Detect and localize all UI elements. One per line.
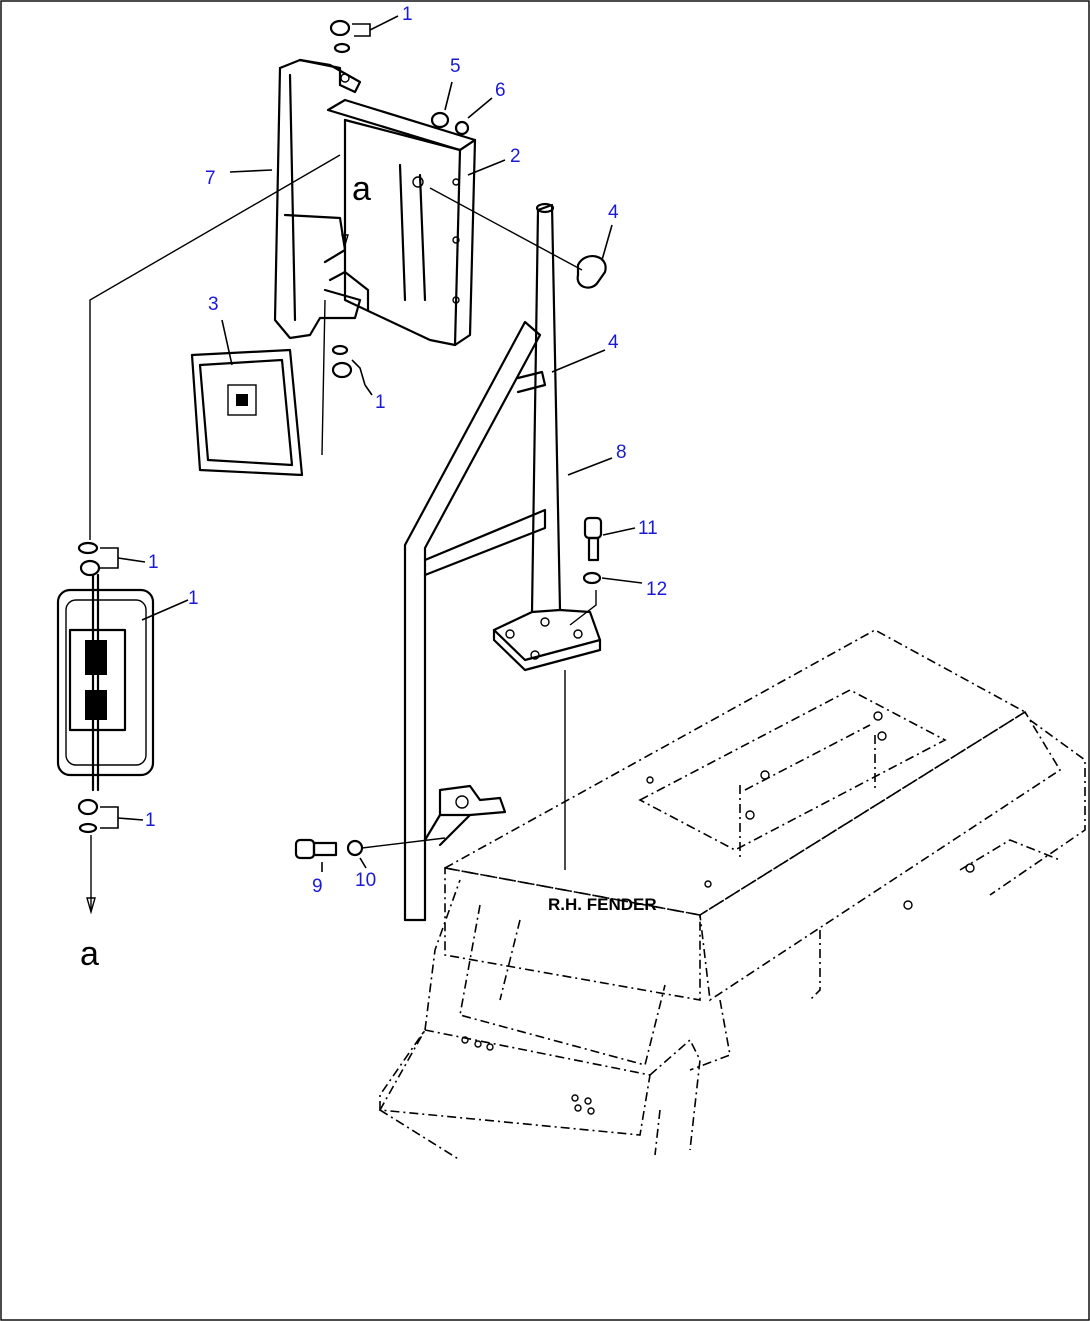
mirror-assembly bbox=[56, 154, 341, 915]
handrail-mounting-bracket bbox=[423, 784, 507, 847]
callout-11: 11 bbox=[638, 518, 658, 539]
u-bolt bbox=[429, 187, 607, 289]
callout-2: 2 bbox=[510, 146, 521, 167]
handrail-tube bbox=[403, 320, 547, 922]
reference-letter-upper: a bbox=[352, 170, 371, 208]
mirror-glass bbox=[190, 299, 326, 477]
callout-1-left-mirror: 1 bbox=[188, 588, 199, 609]
callout-10: 10 bbox=[355, 870, 376, 891]
callout-1-left-upper: 1 bbox=[148, 552, 159, 573]
bolt-9-washer-10 bbox=[294, 837, 446, 860]
callout-1-left-lower: 1 bbox=[145, 810, 156, 831]
callout-5: 5 bbox=[450, 56, 461, 77]
callout-12: 12 bbox=[646, 579, 667, 600]
callout-3: 3 bbox=[208, 294, 219, 315]
callout-4-mid: 4 bbox=[608, 332, 619, 353]
callout-numbers: 1 5 6 2 7 4 3 1 4 8 11 12 1 1 1 9 10 bbox=[145, 4, 667, 897]
hardware-nuts bbox=[329, 19, 470, 379]
callout-1-mid: 1 bbox=[375, 392, 386, 413]
rh-fender-outline bbox=[378, 629, 1086, 1161]
fender-label: R.H. FENDER bbox=[548, 895, 657, 914]
callout-7: 7 bbox=[205, 168, 216, 189]
callout-6: 6 bbox=[495, 80, 506, 101]
callout-8: 8 bbox=[616, 442, 627, 463]
callout-4-top: 4 bbox=[608, 202, 619, 223]
callout-leaders bbox=[100, 15, 643, 872]
mirror-stay bbox=[492, 202, 602, 870]
bolt-and-washer bbox=[569, 516, 603, 626]
callout-9: 9 bbox=[312, 876, 323, 897]
callout-1-top: 1 bbox=[402, 4, 413, 25]
mirror-housing bbox=[326, 98, 477, 347]
mirror-bracket bbox=[273, 58, 362, 340]
reference-letter-lower: a bbox=[80, 935, 99, 973]
